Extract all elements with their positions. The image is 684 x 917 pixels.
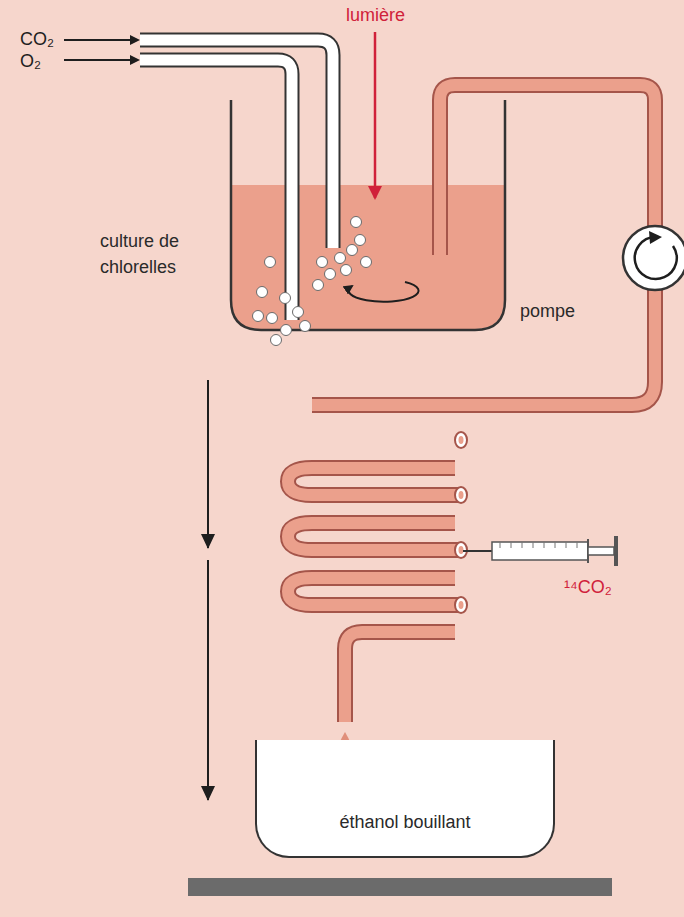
light-label: lumière: [346, 2, 405, 28]
gas-arrow: [64, 39, 138, 41]
gas-arrow: [64, 59, 138, 61]
gas-label: O₂: [20, 48, 41, 74]
dish-label: éthanol bouillant: [339, 811, 470, 834]
pump-symbol: [623, 226, 684, 290]
light-arrow: [374, 32, 377, 198]
syringe: [463, 536, 616, 566]
culture-tube: [288, 85, 655, 756]
culture-label: culture de chlorelles: [100, 228, 225, 280]
tracer-label: ¹⁴CO₂: [564, 574, 612, 600]
gas-tubes: [140, 40, 333, 320]
flow-arrow: [207, 380, 209, 548]
bubbles: [253, 217, 372, 346]
flow-arrow: [207, 560, 209, 800]
pump-label: pompe: [520, 298, 575, 324]
gas-label: CO₂: [20, 26, 54, 52]
stir-arrow: [349, 282, 419, 302]
beaker: [231, 100, 505, 330]
hot-plate: [188, 878, 612, 896]
algae-culture: [231, 185, 504, 329]
ethanol-dish: éthanol bouillant: [255, 740, 555, 858]
